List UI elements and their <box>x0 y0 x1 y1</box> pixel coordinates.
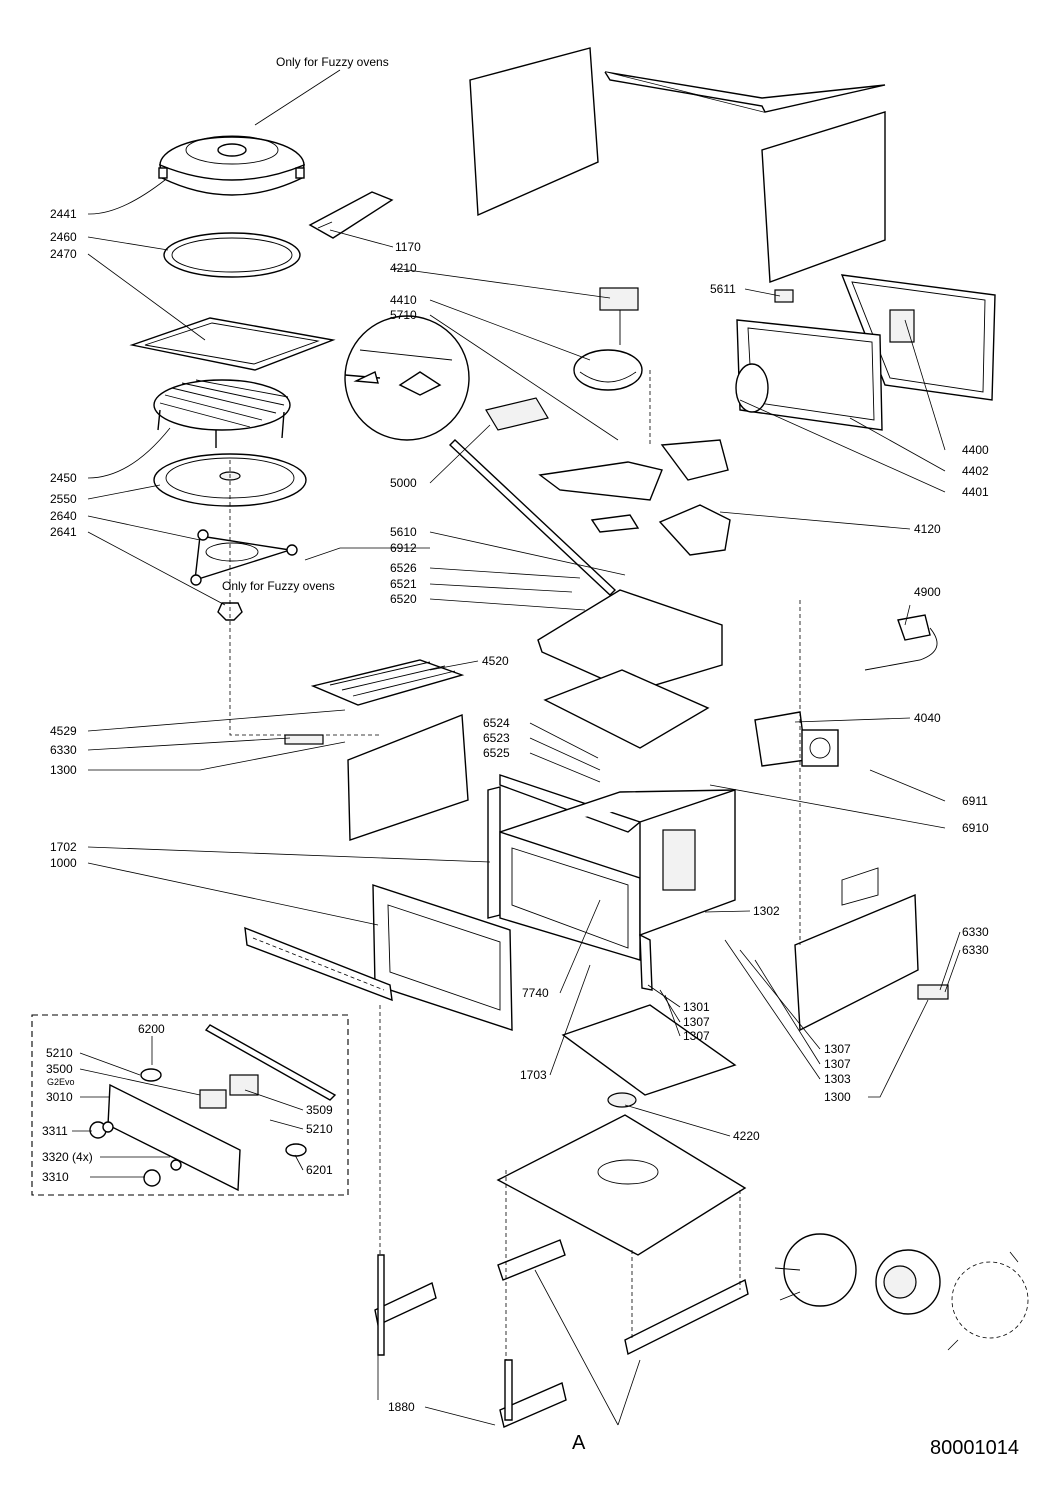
grill-element-part <box>310 659 465 706</box>
callout-1880: 1880 <box>388 1400 415 1414</box>
callout-6526: 6526 <box>390 561 417 575</box>
front-trim-part <box>244 926 393 1002</box>
callout-6911: 6911 <box>962 794 988 808</box>
callout-1303: 1303 <box>824 1072 851 1086</box>
callout-2450: 2450 <box>50 471 77 485</box>
callout-1301: 1301 <box>683 1000 710 1014</box>
callout-6330-b: 6330 <box>962 943 989 957</box>
callout-4402: 4402 <box>962 464 989 478</box>
callout-labels: Only for Fuzzy ovens 2441 2460 2470 2450… <box>42 55 1019 1459</box>
fuzzy-cover-part <box>158 135 305 196</box>
left-side-panel-part <box>284 713 469 841</box>
cavity-top-plate-part <box>537 589 723 749</box>
callout-1307-d: 1307 <box>824 1057 851 1071</box>
callout-1302: 1302 <box>753 904 780 918</box>
callout-2641: 2641 <box>50 525 77 539</box>
callout-4520: 4520 <box>482 654 509 668</box>
oven-cavity-part <box>487 774 736 991</box>
grill-rack-part <box>153 379 291 448</box>
callout-3500: 3500 <box>46 1062 73 1076</box>
callout-2640: 2640 <box>50 509 77 523</box>
plate-part <box>163 232 301 278</box>
callout-4900: 4900 <box>914 585 941 599</box>
callout-1170: 1170 <box>395 240 421 254</box>
base-part <box>496 1092 747 1256</box>
callout-6200: 6200 <box>138 1022 165 1036</box>
callout-5610: 5610 <box>390 525 417 539</box>
note-fuzzy-mid: Only for Fuzzy ovens <box>222 579 335 593</box>
coupler-part <box>217 602 243 621</box>
callout-1307-c: 1307 <box>824 1042 851 1056</box>
callout-2470: 2470 <box>50 247 77 261</box>
drawing-number: 80001014 <box>930 1437 1019 1459</box>
feet-part <box>374 1239 749 1428</box>
callout-5611: 5611 <box>710 282 736 296</box>
callout-4401: 4401 <box>962 485 989 499</box>
callout-4400: 4400 <box>962 443 989 457</box>
callout-4220: 4220 <box>733 1129 760 1143</box>
callout-1307-b: 1307 <box>683 1029 710 1043</box>
oven-door-part <box>372 884 513 1031</box>
callout-6525: 6525 <box>483 746 510 760</box>
magnetron-part <box>754 711 839 767</box>
callout-3320: 3320 (4x) <box>42 1150 93 1164</box>
bottom-plate-part <box>561 1004 737 1096</box>
motor-assembly-detail <box>774 1233 1029 1351</box>
callout-6201: 6201 <box>306 1163 333 1177</box>
cabinet-panels-part <box>469 47 886 283</box>
control-board-part <box>538 439 729 501</box>
callout-5000: 5000 <box>390 476 417 490</box>
fan-motor-part <box>573 349 643 391</box>
callout-5710: 5710 <box>390 308 417 322</box>
callout-6521: 6521 <box>390 577 417 591</box>
callout-6910: 6910 <box>962 821 989 835</box>
callout-6523: 6523 <box>483 731 510 745</box>
alignment-lines <box>229 370 801 1360</box>
transformer-board-part <box>590 504 731 556</box>
callout-4529: 4529 <box>50 724 77 738</box>
callout-3310: 3310 <box>42 1170 69 1184</box>
callout-6524: 6524 <box>483 716 510 730</box>
callout-7740: 7740 <box>522 986 549 1000</box>
callout-3311: 3311 <box>42 1124 68 1138</box>
callout-2441: 2441 <box>50 207 77 221</box>
callout-1702: 1702 <box>50 840 77 854</box>
handle-part <box>308 191 394 239</box>
callout-5210-b: 5210 <box>306 1122 333 1136</box>
callout-1000: 1000 <box>50 856 77 870</box>
callout-4210: 4210 <box>390 261 417 275</box>
switch-part <box>599 287 639 345</box>
door-assembly-part <box>735 274 996 431</box>
callout-6330-a: 6330 <box>962 925 989 939</box>
control-panel-inset <box>31 1014 349 1196</box>
callout-6912: 6912 <box>390 541 417 555</box>
view-marker-a: A <box>572 1432 586 1454</box>
callout-1307-a: 1307 <box>683 1015 710 1029</box>
callout-3509: 3509 <box>306 1103 333 1117</box>
callout-5210-a: 5210 <box>46 1046 73 1060</box>
callout-6520: 6520 <box>390 592 417 606</box>
tray-part <box>129 317 336 371</box>
callout-2550: 2550 <box>50 492 77 506</box>
roller-support-part <box>190 529 298 586</box>
callout-2460: 2460 <box>50 230 77 244</box>
callout-3010: 3010 <box>46 1090 73 1104</box>
callout-4040: 4040 <box>914 711 941 725</box>
callout-6330-left: 6330 <box>50 743 77 757</box>
leader-lines <box>72 69 961 1426</box>
callout-1300-left: 1300 <box>50 763 77 777</box>
note-g2evo: G2Evo <box>47 1077 75 1087</box>
detail-bubble <box>344 315 617 596</box>
callout-4410: 4410 <box>390 293 417 307</box>
pcb-part <box>485 397 549 431</box>
parts-drawing <box>31 47 1029 1428</box>
lamp-part <box>864 614 938 671</box>
callout-4120: 4120 <box>914 522 941 536</box>
callout-1300-right: 1300 <box>824 1090 851 1104</box>
note-fuzzy-top: Only for Fuzzy ovens <box>276 55 389 69</box>
callout-1703: 1703 <box>520 1068 547 1082</box>
